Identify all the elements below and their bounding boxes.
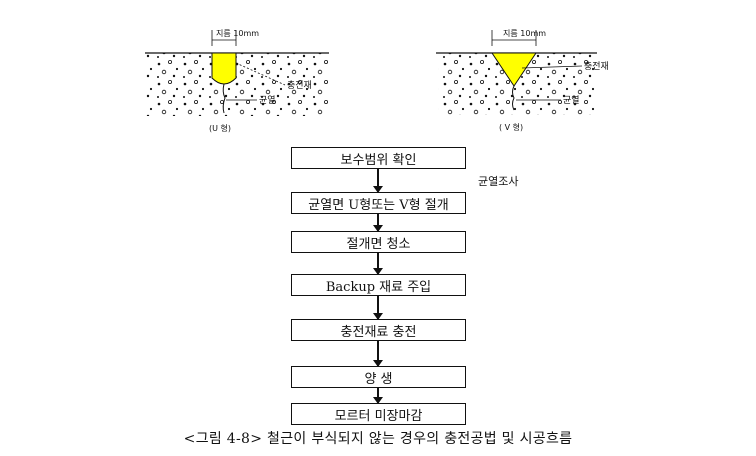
u-crack xyxy=(222,83,226,114)
v-crack xyxy=(512,85,515,111)
crack-cross-section-figures: 지름 10mm 충전재 균열 (U 형) 지름 10mm 충전재 균열 ( V … xyxy=(145,29,609,136)
flow-arrow-3 xyxy=(373,253,383,275)
v-type-label: ( V 형) xyxy=(499,123,523,132)
flow-step-4: Backup 재료 주입 xyxy=(291,274,466,296)
u-filler-leader xyxy=(235,62,286,86)
flow-step-6: 양 생 xyxy=(291,366,466,388)
v-width-label: 지름 10mm xyxy=(503,29,546,38)
v-filler-label: 충전재 xyxy=(584,61,609,72)
flow-step-3: 절개면 청소 xyxy=(291,231,466,253)
v-crack-label: 균열 xyxy=(563,95,580,106)
figure-caption: <그림 4-8> 철근이 부식되지 않는 경우의 충전공법 및 시공흐름 xyxy=(183,431,573,447)
u-type-figure: 지름 10mm 충전재 균열 (U 형) xyxy=(145,29,329,136)
flow-arrow-2 xyxy=(373,214,383,232)
v-filler xyxy=(491,52,537,87)
flow-arrow-6 xyxy=(373,388,383,404)
flow-arrow-1 xyxy=(373,169,383,193)
v-type-figure: 지름 10mm 충전재 균열 ( V 형) xyxy=(436,29,609,132)
flow-step-7: 모르터 미장마감 xyxy=(291,403,466,425)
flow-arrow-4 xyxy=(373,296,383,320)
u-filler-label: 충전재 xyxy=(287,80,312,91)
flow-step-5: 충전재료 충전 xyxy=(291,319,466,341)
flow-side-note: 균열조사 xyxy=(478,175,519,188)
u-width-label: 지름 10mm xyxy=(216,29,259,38)
flow-step-1: 보수범위 확인 xyxy=(291,147,466,169)
flow-arrow-5 xyxy=(373,341,383,367)
u-crack-label: 균열 xyxy=(259,95,276,106)
flow-step-2: 균열면 U형또는 V형 절개 xyxy=(291,192,466,214)
u-filler xyxy=(211,52,237,85)
u-type-label: (U 형) xyxy=(209,124,231,133)
v-filler-leader xyxy=(521,65,583,69)
